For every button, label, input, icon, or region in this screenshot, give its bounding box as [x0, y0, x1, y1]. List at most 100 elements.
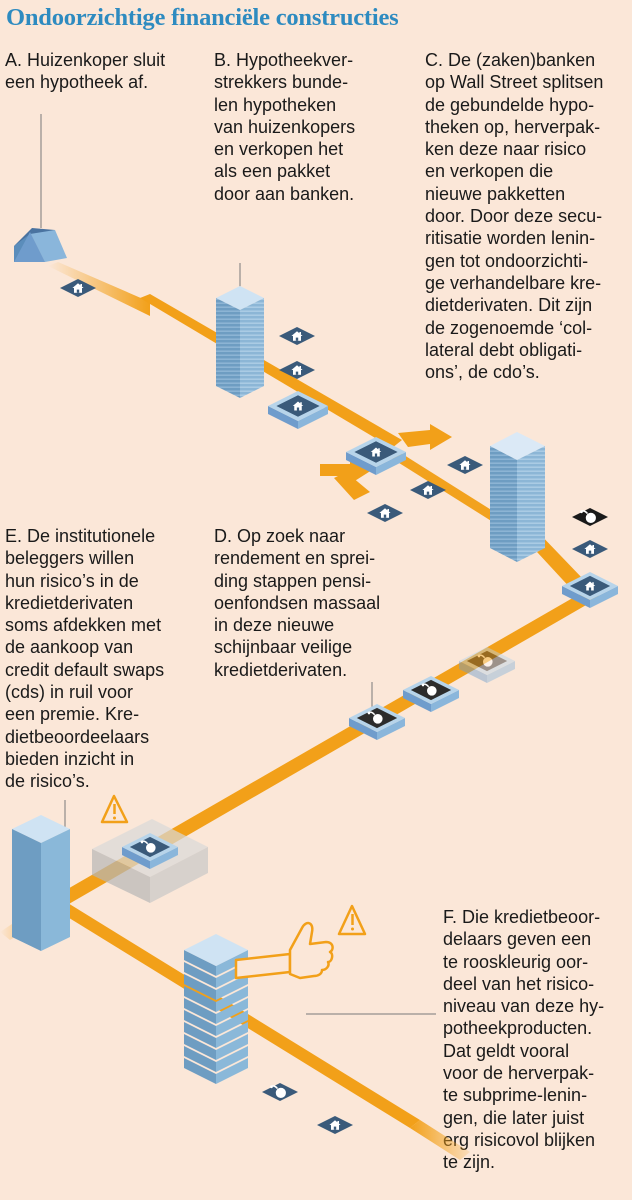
risk-package — [122, 833, 178, 869]
mortgage-tile — [367, 504, 403, 522]
text-line: (cds) in ruil voor — [5, 682, 134, 703]
text-line: voor de herverpak- — [443, 1063, 595, 1084]
text-line: gen, die later juist — [443, 1107, 585, 1128]
bomb-icon — [270, 1085, 286, 1098]
text-line: gen tot ondoorzichti- — [425, 250, 589, 271]
office-building-e — [12, 815, 70, 951]
text-line: en verkopen het — [214, 139, 344, 160]
office-building-c — [490, 432, 545, 562]
mortgage-tiles — [60, 279, 618, 1134]
text-line: te subprime-lenin- — [443, 1085, 588, 1106]
text-line: strekkers bunde- — [214, 72, 349, 93]
text-line: de zogenoemde ‘col- — [425, 317, 593, 338]
text-line: op Wall Street splitsen — [425, 72, 604, 93]
risk-package — [403, 676, 459, 712]
text-line: F. Die kredietbeoor- — [443, 907, 601, 927]
bomb-icon — [140, 840, 156, 853]
mortgage-package — [268, 391, 328, 429]
text-line: Dat geldt vooral — [443, 1040, 570, 1061]
bomb-icon — [580, 510, 596, 523]
text-line: E. De institutionele — [5, 526, 156, 546]
text-line: B. Hypotheekver- — [214, 50, 354, 70]
mortgage-tile — [447, 456, 483, 474]
text-line: kredietderivaten — [5, 592, 134, 613]
text-line: soms afdekken met — [5, 615, 162, 636]
text-line: een hypotheek af. — [5, 72, 149, 93]
text-line: van huizenkopers — [214, 116, 356, 137]
text-line: ken deze naar risico — [425, 139, 587, 160]
text-line: ritisatie worden lenin- — [425, 228, 596, 249]
text-line: in deze nieuwe — [214, 615, 335, 636]
text-line: en verkopen die — [425, 161, 554, 182]
house-icon — [291, 331, 303, 341]
risk-package — [349, 704, 405, 740]
text-line: erg risicovol blijken — [443, 1129, 596, 1150]
text-line: te rooskleurig oor- — [443, 951, 589, 972]
house-icon — [584, 581, 596, 591]
text-line: ons’, de cdo’s. — [425, 362, 540, 383]
thumbs-up-icon — [234, 921, 334, 980]
warning-icon — [100, 794, 129, 824]
text-line: beleggers willen — [5, 548, 135, 569]
house-icon — [459, 460, 471, 470]
mortgage-tile — [317, 1116, 353, 1134]
text-line: D. Op zoek naar — [214, 526, 346, 546]
house-icon — [292, 401, 304, 411]
text-line: A. Huizenkoper sluit — [5, 50, 166, 70]
text-line: schijnbaar veilige — [214, 637, 353, 658]
text-line: dietderivaten. Dit zijn — [425, 295, 593, 316]
text-line: credit default swaps — [5, 659, 165, 680]
text-line: ge verhandelbare kre- — [425, 272, 602, 293]
text-line: hun risico’s in de — [5, 570, 139, 591]
house-icon — [379, 508, 391, 518]
text-line: kredietderivaten. — [214, 659, 348, 680]
house-icon — [422, 485, 434, 495]
rating-agency-stack — [184, 934, 248, 1084]
text-line: door. Door deze secu- — [425, 206, 603, 227]
text-line: de gebundelde hypo- — [425, 94, 595, 115]
mortgage-package — [562, 572, 618, 608]
text-line: rendement en sprei- — [214, 548, 376, 569]
house-icon — [370, 447, 382, 457]
mortgage-package — [346, 437, 406, 475]
house-icon — [584, 544, 596, 554]
step-b-text: B. Hypotheekver-strekkers bunde-len hypo… — [214, 49, 355, 205]
text-line: niveau van deze hy- — [443, 996, 605, 1017]
text-line: potheekproducten. — [443, 1018, 593, 1039]
house-icon — [291, 365, 303, 375]
mortgage-tile — [279, 361, 315, 379]
text-line: de risico’s. — [5, 771, 90, 792]
mortgage-tile — [60, 279, 96, 297]
text-line: een premie. Kre- — [5, 704, 140, 725]
bomb-icon — [477, 654, 493, 667]
mortgage-tile — [279, 327, 315, 345]
bomb-icon — [367, 711, 383, 724]
text-line: door aan banken. — [214, 183, 355, 204]
risk-package — [459, 647, 515, 683]
house-icon — [72, 283, 84, 293]
office-building-b — [216, 286, 264, 398]
text-line: nieuwe pakketten — [425, 183, 566, 204]
text-line: C. De (zaken)banken — [425, 50, 596, 70]
house-building — [14, 228, 67, 262]
mortgage-tile — [410, 481, 446, 499]
risk-tile — [572, 508, 608, 526]
risk-tile — [262, 1083, 298, 1101]
text-line: len hypotheken — [214, 94, 337, 115]
text-line: bieden inzicht in — [5, 748, 135, 769]
text-line: de aankoop van — [5, 637, 134, 658]
text-line: ding stappen pensi- — [214, 570, 372, 591]
house-icon — [329, 1120, 341, 1130]
mortgage-tile — [572, 540, 608, 558]
page-title: Ondoorzichtige financiële constructies — [6, 4, 399, 31]
text-line: lateral debt obligati- — [425, 339, 583, 360]
warning-icon — [337, 904, 367, 936]
text-line: theken op, herverpak- — [425, 116, 601, 137]
bomb-icon — [421, 683, 437, 696]
